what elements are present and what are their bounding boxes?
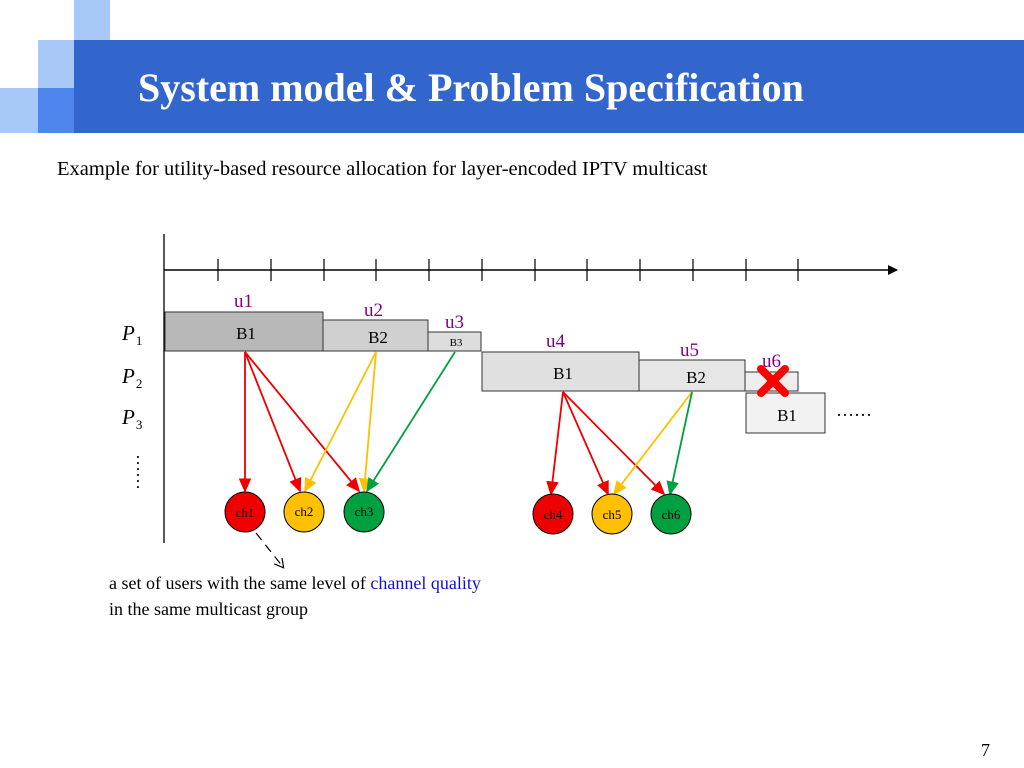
x-mark-icon [757, 365, 789, 397]
caption-pointer-arrow [255, 532, 283, 567]
block-label: B3 [450, 337, 463, 349]
arrow-p2b2-ch5 [612, 391, 693, 496]
row-label-p2: P2 [121, 364, 142, 391]
block-label: B1 [236, 324, 256, 343]
user-label-u5: u5 [680, 340, 699, 361]
channel-label: ch4 [544, 507, 563, 522]
channel-node-ch1 [224, 491, 266, 533]
channel-label: ch2 [295, 504, 314, 519]
user-label-u1: u1 [234, 291, 253, 312]
caption: a set of users with the same level of ch… [109, 570, 481, 622]
blocks-ellipsis: …… [836, 400, 872, 420]
block-label: B1 [553, 364, 573, 383]
caption-line-1: a set of users with the same level of ch… [109, 573, 481, 593]
rows-ellipsis: …… [123, 454, 143, 490]
arrow-p2b1-ch6 [562, 391, 666, 496]
block-label: B2 [368, 328, 388, 347]
user-label-u4: u4 [546, 331, 566, 352]
block-p1-b1 [164, 311, 324, 352]
arrow-b2-ch3 [358, 351, 377, 493]
caption-highlight: channel quality [370, 573, 481, 593]
channel-node-ch2 [283, 491, 325, 533]
axis-ticks [217, 259, 799, 281]
block-label: B2 [686, 368, 706, 387]
decor-square [38, 88, 74, 133]
decor-square [0, 88, 38, 133]
title-bar [74, 40, 1024, 133]
channel-label: ch5 [603, 507, 622, 522]
arrow-b1-ch3 [244, 351, 361, 493]
arrow-b1-ch2 [244, 351, 302, 493]
row-label-p3: P3 [121, 405, 142, 432]
arrow-b2-ch2 [304, 351, 377, 493]
user-label-u6: u6 [762, 351, 781, 372]
block-p1-b2 [322, 319, 429, 352]
block-p3-b1 [745, 392, 826, 434]
channel-label: ch3 [355, 504, 374, 519]
channel-label: ch1 [236, 505, 255, 520]
row-label-p1: P1 [121, 321, 142, 348]
block-p2-b1 [481, 351, 640, 392]
slide-subtitle: Example for utility-based resource alloc… [57, 158, 708, 180]
user-label-u3: u3 [445, 312, 464, 333]
slide-title: System model & Problem Specification [138, 65, 804, 110]
channel-node-ch6 [650, 493, 692, 535]
arrow-p2b2-ch6 [666, 391, 693, 496]
channel-node-ch3 [343, 491, 385, 533]
channel-label: ch6 [662, 507, 681, 522]
decor-square [74, 0, 110, 40]
channel-node-ch5 [591, 493, 633, 535]
arrow-p2b1-ch5 [562, 391, 609, 496]
page-number: 7 [981, 740, 990, 760]
caption-line-2: in the same multicast group [109, 599, 308, 619]
arrow-b3-ch3 [366, 351, 456, 493]
arrow-p2b1-ch4 [546, 391, 564, 496]
block-label: B1 [777, 406, 797, 425]
channel-node-ch4 [532, 493, 574, 535]
decor-square [38, 40, 74, 88]
user-label-u2: u2 [364, 300, 383, 321]
block-p1-b3 [427, 331, 482, 352]
